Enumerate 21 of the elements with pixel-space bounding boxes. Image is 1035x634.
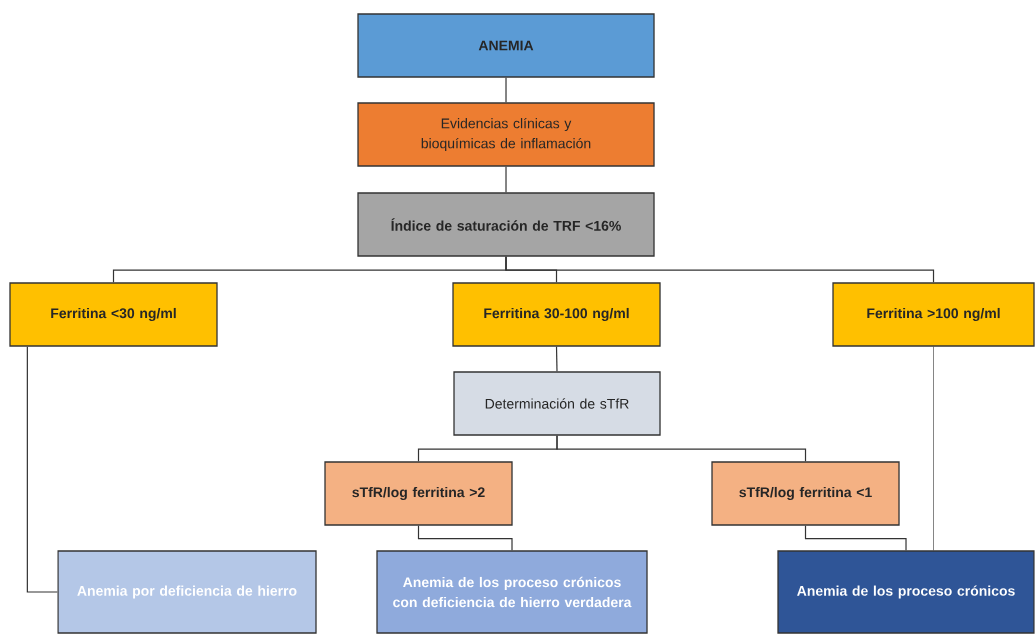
process-box: Determinación de sTfR bbox=[453, 371, 661, 436]
connector-line bbox=[933, 346, 934, 551]
connector-line bbox=[505, 256, 935, 283]
connector-line bbox=[505, 166, 507, 193]
connector-line bbox=[26, 346, 58, 593]
criterion-box: Ferritina >100 ng/ml bbox=[832, 282, 1035, 347]
process-box: Evidencias clínicas y bioquímicas de inflamación bbox=[357, 102, 655, 167]
result-box: Anemia por deficiencia de hierro bbox=[57, 550, 317, 634]
criterion-box: Ferritina <30 ng/ml bbox=[9, 282, 218, 347]
criterion-box: sTfR/log ferritina >2 bbox=[324, 461, 513, 526]
connector-line bbox=[556, 435, 807, 462]
connector-line bbox=[804, 525, 907, 551]
connector-line bbox=[555, 346, 558, 372]
process-box: Índice de saturación de TRF <16% bbox=[357, 192, 655, 257]
result-box: Anemia de los proceso crónicos bbox=[777, 550, 1035, 634]
connector-line bbox=[505, 77, 507, 103]
connector-line bbox=[417, 525, 513, 551]
criterion-box: Ferritina 30-100 ng/ml bbox=[452, 282, 661, 347]
result-box: Anemia de los proceso crónicos con deficiencia de hierro verdadera bbox=[376, 550, 648, 634]
criterion-box: sTfR/log ferritina <1 bbox=[711, 461, 900, 526]
process-box: ANEMIA bbox=[357, 13, 655, 78]
